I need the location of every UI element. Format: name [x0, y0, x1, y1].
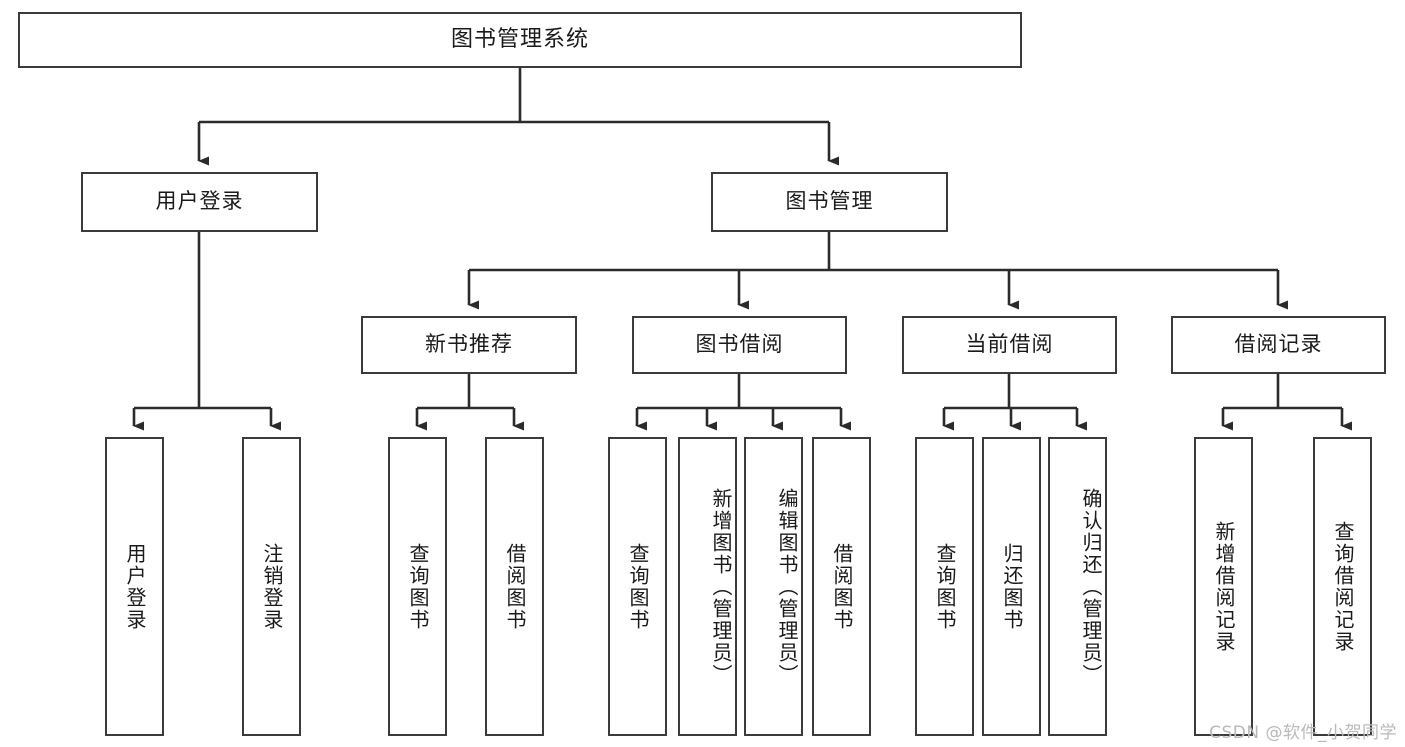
leaf-node-query-book-recommend[interactable]: 查询图书 [388, 437, 447, 736]
csdn-watermark: CSDN @软件_小贺同学 [1209, 723, 1397, 743]
leaf-node-query-borrow-record[interactable]: 查询借阅记录 [1313, 437, 1372, 736]
leaf-node-return-book[interactable]: 归还图书 [982, 437, 1041, 736]
node-current-borrow[interactable]: 当前借阅 [902, 316, 1117, 374]
leaf-node-logout-login[interactable]: 注销登录 [242, 437, 301, 736]
leaf-node-add-borrow-record[interactable]: 新增借阅记录 [1194, 437, 1253, 736]
leaf-node-confirm-return-admin[interactable]: 确认归还（管理员） [1048, 437, 1107, 736]
leaf-node-query-book-current[interactable]: 查询图书 [915, 437, 974, 736]
leaf-node-user-login[interactable]: 用户登录 [105, 437, 164, 736]
leaf-node-add-book-admin[interactable]: 新增图书（管理员） [678, 437, 737, 736]
node-book-manage[interactable]: 图书管理 [711, 172, 948, 232]
node-root[interactable]: 图书管理系统 [18, 12, 1022, 68]
leaf-node-borrow-book[interactable]: 借阅图书 [812, 437, 871, 736]
node-book-borrow[interactable]: 图书借阅 [632, 316, 847, 374]
leaf-node-query-book-borrow[interactable]: 查询图书 [608, 437, 667, 736]
node-user-login[interactable]: 用户登录 [81, 172, 318, 232]
node-new-book-recommend[interactable]: 新书推荐 [361, 316, 577, 374]
leaf-node-edit-book-admin[interactable]: 编辑图书（管理员） [744, 437, 803, 736]
leaf-node-borrow-book-recommend[interactable]: 借阅图书 [485, 437, 544, 736]
node-borrow-record[interactable]: 借阅记录 [1171, 316, 1386, 374]
